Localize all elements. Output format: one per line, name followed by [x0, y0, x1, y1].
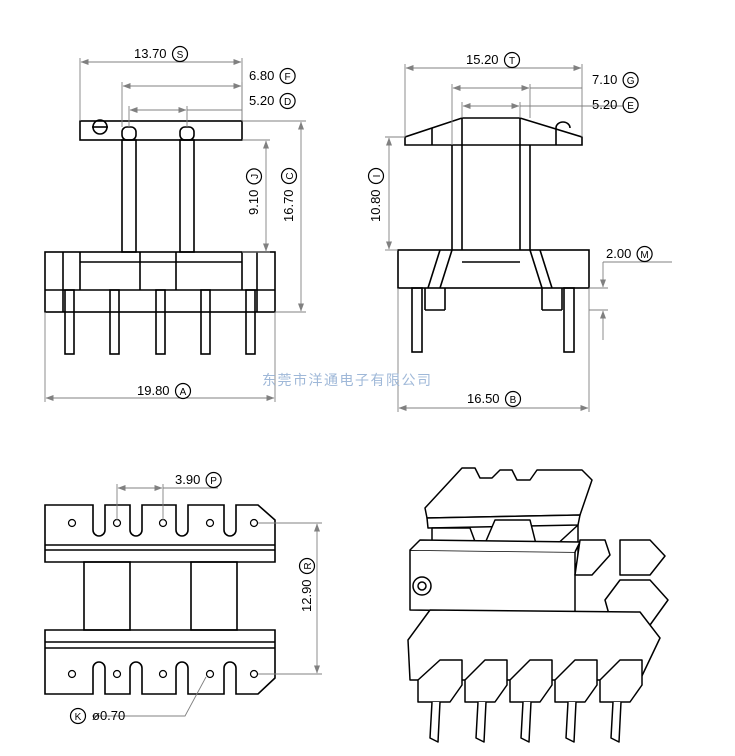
dim-letter-c: C: [285, 172, 296, 179]
dim-letter-g: G: [627, 76, 635, 87]
bottom-lower-rail: [44, 629, 276, 695]
dim-letter-circle: [503, 51, 521, 69]
iso-top-flange: [424, 467, 593, 519]
dim-letter-i: I: [372, 175, 383, 178]
dim-letter-circle: [367, 167, 385, 185]
dim-letter-circle: [171, 45, 189, 63]
dim-value-d: 5.20: [249, 93, 274, 108]
bottom-upper-rail: [44, 504, 276, 563]
side-base: [397, 249, 590, 289]
front-pin: [109, 289, 120, 355]
dim-letter-circle: [69, 707, 87, 725]
front-pin: [245, 289, 256, 355]
dim-label-j: 9.10 J: [245, 168, 263, 215]
front-view-dimensions: [44, 58, 306, 402]
iso-pins: [429, 701, 622, 743]
front-pin: [155, 289, 166, 355]
dim-value-j: 9.10: [246, 190, 261, 215]
front-post-left: [121, 139, 137, 253]
dim-value-f: 6.80: [249, 68, 274, 83]
bottom-core-block-left: [83, 561, 131, 631]
dim-label-s: 13.70 S: [134, 45, 189, 63]
dim-letter-circle: [622, 96, 639, 114]
dim-label-d: 5.20 D: [249, 92, 296, 110]
front-post-left-cap: [121, 126, 137, 141]
dim-label-g: 7.10 G: [592, 71, 639, 89]
dim-label-f: 6.80 F: [249, 67, 296, 85]
dim-label-r: 12.90 R: [298, 557, 316, 612]
front-post-right-cap: [179, 126, 195, 141]
dim-letter-circle: [205, 471, 222, 489]
dim-letter-circle: [279, 67, 296, 85]
dim-letter-k: K: [75, 712, 82, 723]
side-pin: [411, 287, 423, 353]
side-pin: [563, 287, 575, 353]
front-pin: [200, 289, 211, 355]
dim-label-m: 2.00 M: [606, 245, 653, 263]
dim-label-i: 10.80 I: [367, 167, 385, 222]
front-view: [44, 119, 276, 355]
dim-value-g: 7.10: [592, 72, 617, 87]
side-view: [397, 117, 590, 353]
side-view-dimensions: [385, 64, 672, 412]
dim-letter-d: D: [284, 97, 291, 108]
dim-letter-circle: [279, 92, 296, 110]
bottom-pin-holes: [67, 518, 259, 679]
dim-value-m: 2.00: [606, 246, 631, 261]
dim-value-e: 5.20: [592, 97, 617, 112]
front-top-flange: [79, 120, 243, 141]
bottom-view: [44, 504, 276, 695]
dim-label-b: 16.50 B: [467, 390, 522, 408]
watermark: 东莞市洋通电子有限公司: [262, 372, 433, 389]
front-post-right: [179, 139, 195, 253]
dim-letter-p: P: [210, 476, 217, 487]
dim-value-c: 16.70: [281, 189, 296, 222]
dim-letter-b: B: [510, 395, 517, 406]
dim-label-t: 15.20 T: [466, 51, 521, 69]
dim-letter-r: R: [303, 562, 314, 569]
dim-label-a: 19.80 A: [137, 382, 192, 400]
dim-letter-f: F: [285, 72, 291, 83]
dim-letter-circle: [504, 390, 522, 408]
dim-value-p: 3.90: [175, 472, 200, 487]
dim-letter-circle: [280, 167, 298, 185]
bottom-view-dimensions: [92, 484, 322, 717]
dim-letter-circle: [622, 71, 639, 89]
dim-letter-a: A: [180, 387, 187, 398]
dim-letter-circle: [636, 245, 653, 263]
dim-value-r: 12.90: [299, 579, 314, 612]
front-base: [44, 251, 276, 313]
dim-value-t: 15.20: [466, 52, 499, 67]
dim-letter-circle: [174, 382, 192, 400]
iso-winding-block: [409, 549, 576, 613]
dim-letter-s: S: [177, 50, 184, 61]
dim-letter-e: E: [627, 101, 634, 112]
dim-label-e: 5.20 E: [592, 96, 639, 114]
dim-label-k: ø0.70 K: [69, 707, 125, 725]
dim-value-b: 16.50: [467, 391, 500, 406]
dim-value-i: 10.80: [368, 189, 383, 222]
dim-letter-circle: [298, 557, 316, 575]
dim-label-p: 3.90 P: [175, 471, 222, 489]
dim-letter-t: T: [509, 56, 515, 67]
front-pin: [64, 289, 75, 355]
dim-value-k: ø0.70: [92, 708, 125, 723]
bottom-core-block-right: [190, 561, 238, 631]
dim-label-c: 16.70 C: [280, 167, 298, 222]
dim-letter-circle: [245, 168, 263, 185]
dim-value-s: 13.70: [134, 46, 167, 61]
dim-letter-j: J: [250, 174, 261, 179]
side-pin1-mark: [555, 121, 571, 129]
dim-value-a: 19.80: [137, 383, 170, 398]
isometric-view: [407, 467, 669, 743]
dim-letter-m: M: [640, 250, 648, 261]
